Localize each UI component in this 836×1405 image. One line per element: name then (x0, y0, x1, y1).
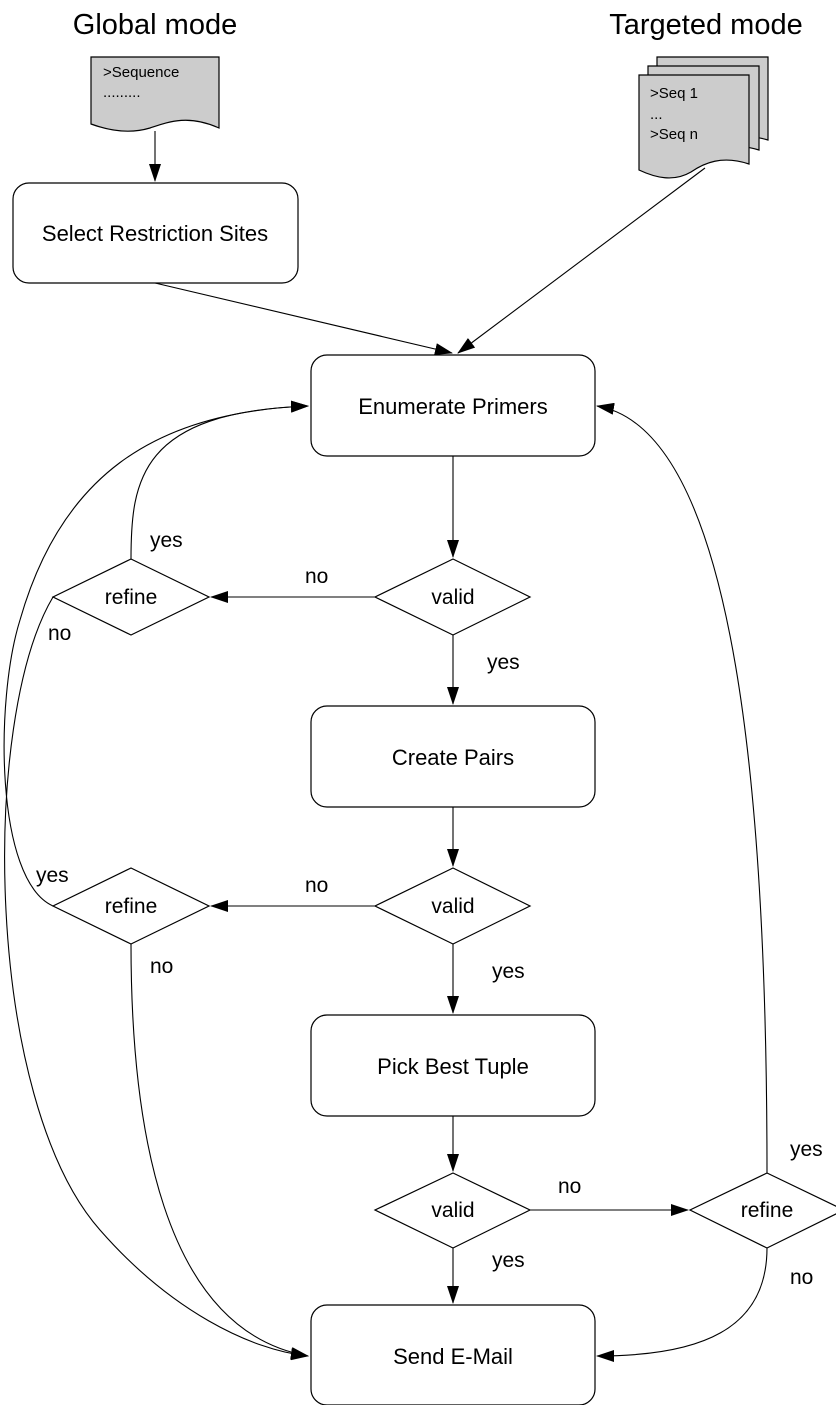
refine-decision-3-label: refine (741, 1199, 794, 1222)
sequence-document-line2: ......... (103, 84, 141, 101)
valid-decision-1-label: valid (431, 586, 474, 609)
refine1-yes-label: yes (150, 529, 183, 552)
refine3-yes-label: yes (790, 1138, 823, 1161)
create-pairs-box: Create Pairs (310, 705, 596, 808)
refine2-no-label: no (150, 955, 173, 978)
select-restriction-sites-label: Select Restriction Sites (42, 221, 268, 246)
refine-decision-2: refine (51, 867, 211, 945)
valid-decision-1: valid (373, 558, 532, 636)
refine2-yes-label: yes (36, 864, 69, 887)
valid2-no-label: no (305, 874, 328, 897)
refine-decision-3: refine (688, 1172, 836, 1249)
valid-decision-2: valid (373, 867, 532, 945)
valid1-yes-label: yes (487, 651, 520, 674)
valid2-yes-label: yes (492, 960, 525, 983)
create-pairs-label: Create Pairs (392, 745, 514, 770)
edge-refine1-no (4, 596, 309, 1361)
multi-sequence-document: >Seq 1 ... >Seq n (638, 56, 769, 179)
send-email-label: Send E-Mail (393, 1344, 513, 1369)
edge-refine2-yes (3, 400, 309, 907)
valid3-no-label: no (558, 1175, 581, 1198)
enumerate-primers-label: Enumerate Primers (358, 394, 548, 419)
multi-document-line2: ... (650, 106, 663, 123)
pick-best-tuple-label: Pick Best Tuple (377, 1054, 529, 1079)
valid3-yes-label: yes (492, 1249, 525, 1272)
pick-best-tuple-box: Pick Best Tuple (310, 1014, 596, 1117)
edge-refine3-no (596, 1247, 768, 1362)
valid-decision-3: valid (373, 1172, 532, 1249)
valid-decision-2-label: valid (431, 895, 474, 918)
send-email-box: Send E-Mail (310, 1304, 596, 1405)
sequence-document-line1: >Sequence (103, 64, 179, 81)
sequence-document: >Sequence ......... (90, 56, 220, 132)
refine-decision-1-label: refine (105, 586, 158, 609)
edge-refine2-no (130, 943, 309, 1359)
edge-refine3-yes (596, 402, 768, 1174)
refine1-no-label: no (48, 622, 71, 645)
global-mode-title: Global mode (73, 9, 237, 41)
edge-targeted-to-enumerate (457, 167, 706, 354)
multi-document-line1: >Seq 1 (650, 85, 698, 102)
select-restriction-sites-box: Select Restriction Sites (12, 182, 299, 284)
refine-decision-1: refine (51, 558, 211, 636)
edge-select-to-enumerate (154, 282, 453, 355)
refine-decision-2-label: refine (105, 895, 158, 918)
valid1-no-label: no (305, 565, 328, 588)
refine3-no-label: no (790, 1266, 813, 1289)
enumerate-primers-box: Enumerate Primers (310, 354, 596, 457)
targeted-mode-title: Targeted mode (609, 9, 802, 41)
multi-document-line3: >Seq n (650, 126, 698, 143)
valid-decision-3-label: valid (431, 1199, 474, 1222)
